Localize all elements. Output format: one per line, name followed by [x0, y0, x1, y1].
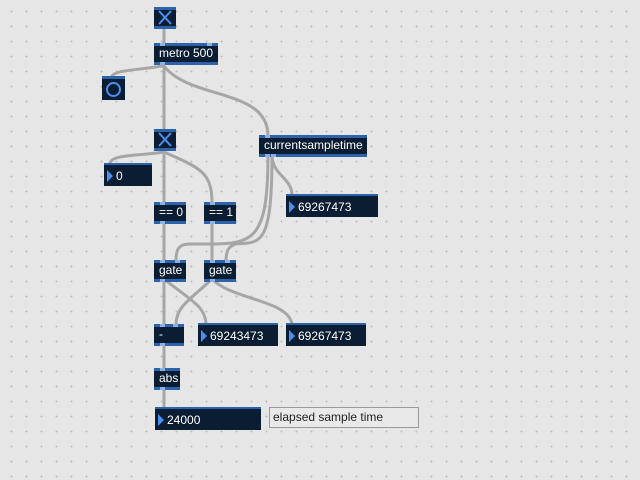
number-value: 69267473 [298, 200, 352, 214]
bang-button[interactable] [102, 76, 125, 100]
gate-left-object[interactable]: gate [154, 260, 186, 282]
equals-one-object[interactable]: == 1 [204, 202, 236, 224]
gate-right-object[interactable]: gate [204, 260, 236, 282]
metro-label: metro 500 [159, 46, 214, 60]
number-triangle-icon [201, 330, 207, 342]
number-box-gate-b[interactable]: 69267473 [286, 323, 366, 346]
currentsampletime-object[interactable]: currentsampletime [259, 135, 367, 157]
gate-left-label: gate [159, 263, 183, 277]
x-check-icon [158, 132, 172, 147]
minus-object[interactable]: - [154, 324, 184, 346]
minus-label: - [159, 327, 163, 341]
number-box-elapsed[interactable]: 24000 [155, 407, 261, 430]
equals-one-label: == 1 [209, 205, 234, 219]
toggle-top[interactable] [154, 7, 176, 29]
number-box-current[interactable]: 69267473 [286, 194, 378, 217]
number-triangle-icon [289, 201, 295, 213]
number-triangle-icon [158, 414, 164, 426]
abs-object[interactable]: abs [154, 368, 180, 390]
metro-object[interactable]: metro 500 [154, 43, 218, 65]
number-box-gate-a[interactable]: 69243473 [198, 323, 278, 346]
gate-right-label: gate [209, 263, 233, 277]
number-value: 0 [116, 169, 123, 183]
currentsampletime-label: currentsampletime [264, 138, 363, 152]
equals-zero-label: == 0 [159, 205, 184, 219]
comment-elapsed-sample-time: elapsed sample time [269, 407, 419, 428]
x-check-icon [158, 10, 172, 25]
number-value: 69267473 [298, 329, 352, 343]
number-triangle-icon [289, 330, 295, 342]
number-value: 69243473 [210, 329, 264, 343]
toggle-mid[interactable] [154, 129, 176, 151]
bang-circle-icon [106, 82, 121, 97]
equals-zero-object[interactable]: == 0 [154, 202, 186, 224]
number-value: 24000 [167, 413, 201, 427]
number-box-toggle[interactable]: 0 [104, 163, 152, 186]
comment-text: elapsed sample time [273, 410, 384, 424]
number-triangle-icon [107, 170, 113, 182]
abs-label: abs [159, 371, 179, 385]
